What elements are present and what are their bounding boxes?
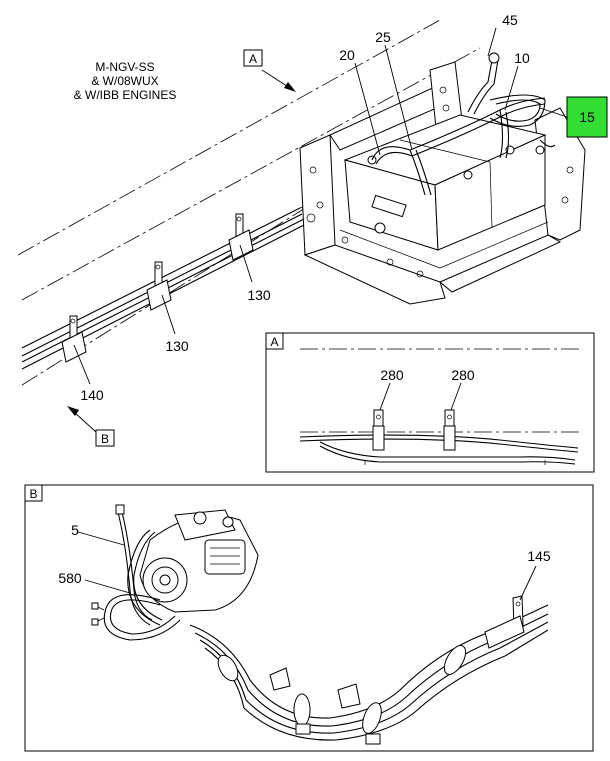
callout-280-a: 280	[380, 367, 404, 383]
callout-15: 15	[579, 109, 595, 125]
note-line-2: & W/08WUX	[91, 74, 158, 88]
callout-130-lower: 130	[165, 338, 189, 354]
harness-clip-130-a	[146, 261, 172, 311]
starter-motor	[139, 509, 259, 613]
callout-10: 10	[514, 50, 530, 66]
bracket-145	[484, 595, 525, 649]
detail-a-label: A	[270, 335, 278, 349]
note-line-3: & W/IBB ENGINES	[74, 88, 177, 102]
main-leaders	[73, 27, 568, 385]
detail-a-panel: A	[265, 332, 595, 473]
callout-20: 20	[339, 47, 355, 63]
detail-a-clip-280-a	[372, 409, 385, 451]
main-assembly-view	[17, 19, 586, 433]
view-arrow-b	[67, 406, 97, 433]
view-ref-b: B	[95, 429, 115, 447]
detail-b-label: B	[29, 487, 37, 501]
detail-b-clips	[217, 645, 467, 745]
callout-580: 580	[58, 570, 82, 586]
view-ref-b-label: B	[101, 432, 109, 446]
callout-145: 145	[527, 548, 551, 564]
callout-45: 45	[502, 12, 518, 28]
batteries	[343, 114, 547, 251]
harness-clip-130-b	[228, 213, 254, 261]
cable-580	[91, 594, 181, 641]
detail-a-clip-280-b	[443, 409, 456, 451]
callout-280-b: 280	[451, 367, 475, 383]
engine-note: M-NGV-SS & W/08WUX & W/IBB ENGINES	[74, 60, 177, 102]
harness-clip-140	[61, 315, 87, 363]
view-ref-a-label: A	[249, 52, 257, 66]
callout-140: 140	[80, 387, 104, 403]
detail-a-harness	[299, 434, 579, 465]
view-ref-a: A	[243, 49, 263, 67]
callout-15-highlight[interactable]: 15	[566, 96, 608, 138]
cable-5	[115, 504, 163, 626]
callout-5: 5	[71, 522, 79, 538]
callout-130-upper: 130	[247, 287, 271, 303]
battery-bracket	[299, 61, 586, 305]
detail-b-panel: B	[24, 484, 594, 752]
note-line-1: M-NGV-SS	[95, 60, 154, 74]
callout-25: 25	[375, 29, 391, 45]
view-arrow-a	[261, 69, 296, 92]
battery-cables	[371, 52, 556, 196]
